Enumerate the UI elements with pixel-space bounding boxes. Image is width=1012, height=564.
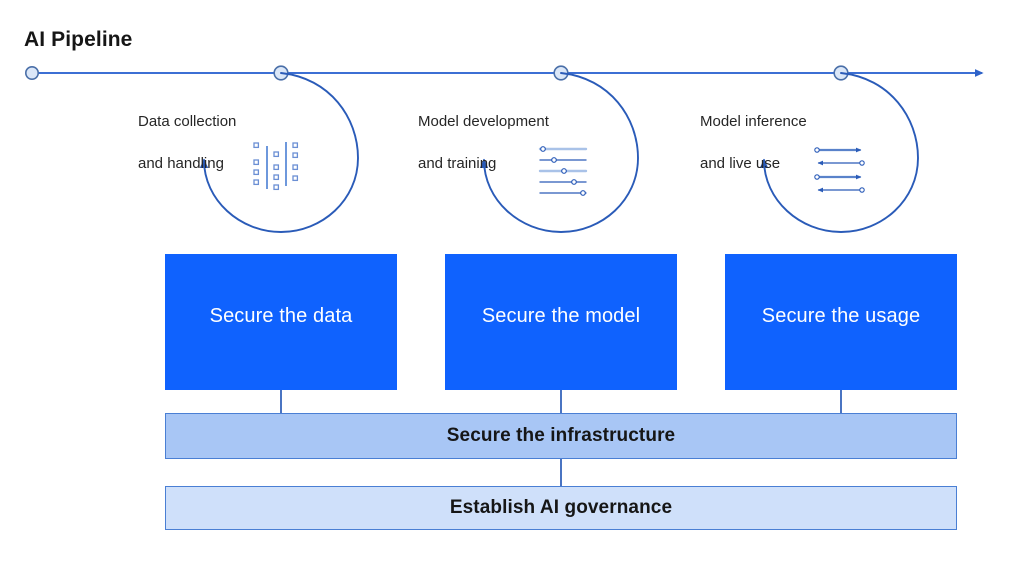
bar-establish-governance[interactable]: Establish AI governance: [165, 486, 957, 530]
pillar-secure-model[interactable]: Secure the model: [445, 254, 677, 390]
bar-label: Secure the infrastructure: [446, 425, 676, 446]
stage-label-line2: and live use: [700, 155, 781, 172]
pillar-label: Secure the usage: [761, 304, 921, 327]
stage-label-line1: Model inference: [700, 113, 807, 130]
data-transfer-icon: [814, 147, 865, 193]
data-nodes-icon: [253, 142, 299, 191]
timeline-axis: [24, 65, 984, 81]
timeline-node-model-inference: [833, 65, 849, 81]
stage-label-model-inference: Model inference and live use: [700, 90, 807, 195]
pillar-label: Secure the data: [209, 304, 353, 327]
stage-label-data-collection: Data collection and handling: [138, 90, 236, 195]
pillar-secure-usage[interactable]: Secure the usage: [725, 254, 957, 390]
pillar-label: Secure the model: [481, 304, 641, 327]
pillar-secure-data[interactable]: Secure the data: [165, 254, 397, 390]
stage-label-model-development: Model development and training: [418, 90, 549, 195]
stage-label-line1: Data collection: [138, 113, 237, 130]
timeline-node-start: [24, 66, 39, 81]
stage-label-line2: and training: [418, 155, 497, 172]
bar-secure-infrastructure[interactable]: Secure the infrastructure: [165, 413, 957, 459]
stage-label-line2: and handling: [138, 155, 224, 172]
bar-label: Establish AI governance: [449, 497, 673, 518]
timeline-node-model-development: [553, 65, 569, 81]
timeline-node-data-collection: [273, 65, 289, 81]
pillar-connectors: [280, 390, 842, 413]
page-title: AI Pipeline: [24, 28, 133, 51]
stage-label-line1: Model development: [418, 113, 549, 130]
